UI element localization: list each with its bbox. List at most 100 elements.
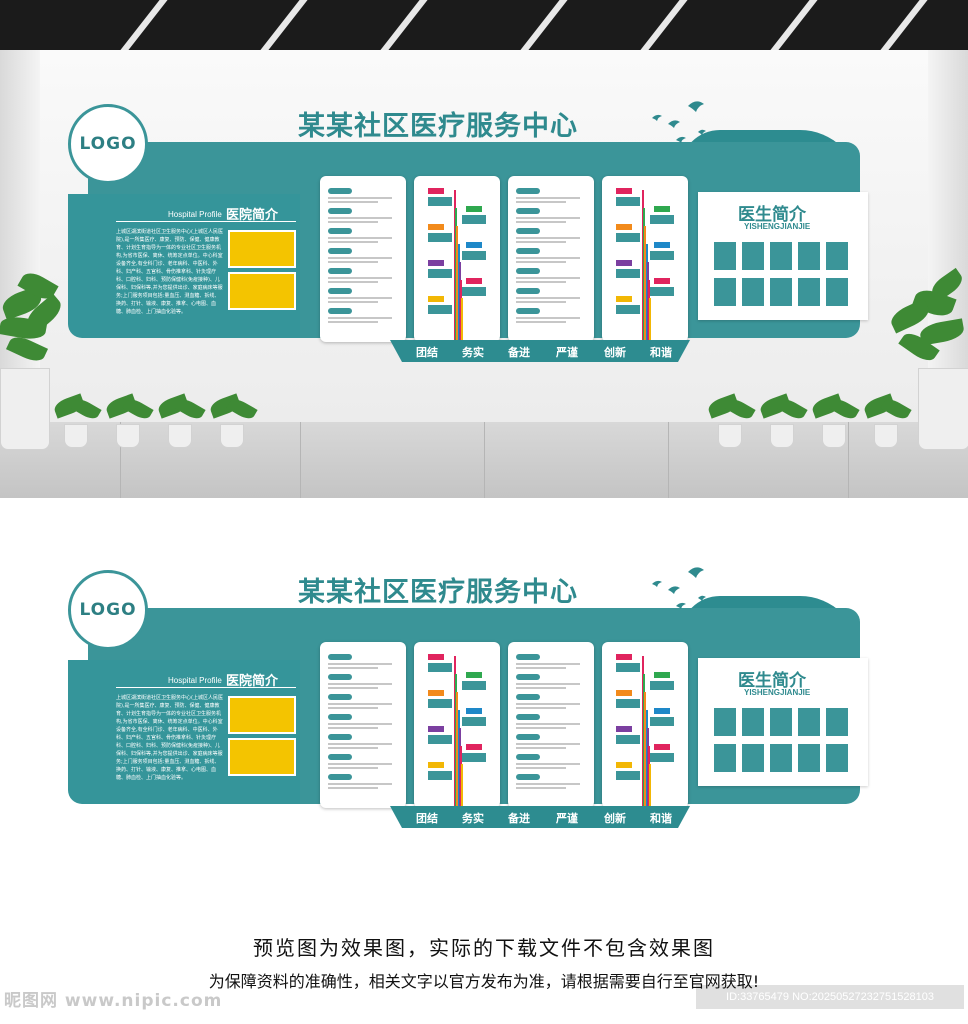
timeline-box xyxy=(616,699,640,708)
year-tag xyxy=(428,690,444,696)
text-line xyxy=(328,763,392,765)
text-line xyxy=(516,321,566,323)
page-title: 某某社区医疗服务中心 xyxy=(298,577,578,608)
doctor-photo xyxy=(798,744,820,772)
text-line xyxy=(328,317,392,319)
text-line xyxy=(516,707,566,709)
text-line xyxy=(516,217,580,219)
year-tag xyxy=(616,726,632,732)
year-tag xyxy=(616,260,632,266)
dept-tag xyxy=(516,268,540,274)
text-line xyxy=(328,257,392,259)
doctor-title-cn: 医生简介 xyxy=(738,671,806,691)
timeline-line xyxy=(643,208,646,340)
text-line xyxy=(516,727,566,729)
text-line xyxy=(328,787,378,789)
dept-tag xyxy=(328,754,352,760)
text-line xyxy=(516,783,580,785)
year-tag xyxy=(466,744,482,750)
text-line xyxy=(328,241,378,243)
profile-title-en: Hospital Profile xyxy=(168,676,222,685)
doctor-photo xyxy=(798,278,820,306)
timeline-line xyxy=(454,190,456,340)
doctor-photo xyxy=(798,242,820,270)
divider xyxy=(116,221,296,222)
floor-line xyxy=(848,422,849,498)
timeline-box xyxy=(616,735,640,744)
photo-placeholder xyxy=(228,738,296,776)
profile-title-cn: 医院简介 xyxy=(226,208,279,223)
dept-tag xyxy=(328,248,352,254)
doctor-title-en: YISHENGJIANJIE xyxy=(744,222,811,231)
ceiling-light xyxy=(770,0,818,50)
timeline-box xyxy=(616,305,640,314)
text-line xyxy=(328,221,378,223)
year-tag xyxy=(654,242,670,248)
year-tag xyxy=(428,762,444,768)
year-tag xyxy=(654,744,670,750)
text-line xyxy=(516,687,566,689)
timeline-line xyxy=(461,764,464,806)
text-line xyxy=(328,281,378,283)
text-line xyxy=(328,217,392,219)
dept-tag xyxy=(516,228,540,234)
dept-tag xyxy=(516,734,540,740)
value-label: 团结 xyxy=(416,812,438,825)
floor-line xyxy=(484,422,485,498)
year-tag xyxy=(428,726,444,732)
text-line xyxy=(516,297,580,299)
ceiling-light xyxy=(380,0,428,50)
doctor-photo xyxy=(826,278,848,306)
timeline-box xyxy=(616,663,640,672)
text-line xyxy=(328,301,378,303)
text-line xyxy=(328,667,378,669)
year-tag xyxy=(466,672,482,678)
dept-tag xyxy=(516,188,540,194)
text-line xyxy=(516,723,580,725)
timeline-line xyxy=(645,710,648,806)
timeline-box xyxy=(462,287,486,296)
year-tag xyxy=(654,672,670,678)
timeline-line xyxy=(648,746,650,806)
text-line xyxy=(516,241,566,243)
text-line xyxy=(328,767,378,769)
ceiling-light xyxy=(640,0,688,50)
dept-tag xyxy=(516,208,540,214)
watermark-right: ID:33765479 NO:20250527232751528103 xyxy=(696,985,964,1009)
dept-tag xyxy=(516,714,540,720)
timeline-box xyxy=(650,681,674,690)
timeline-box xyxy=(462,215,486,224)
year-tag xyxy=(616,188,632,194)
text-line xyxy=(516,683,580,685)
logo: LOGO xyxy=(68,570,148,650)
timeline-line xyxy=(649,298,652,340)
dept-card xyxy=(320,642,406,808)
doctor-photo xyxy=(770,242,792,270)
doctor-photo xyxy=(742,278,764,306)
timeline-line xyxy=(645,244,648,340)
profile-text: 上城区湖滨街道社区卫生服务中心(上城区人民医院),是一所集医疗、康复、预防、保健… xyxy=(116,695,223,781)
doctor-title-en: YISHENGJIANJIE xyxy=(744,688,811,697)
text-line xyxy=(516,257,580,259)
doctor-photo xyxy=(742,744,764,772)
text-line xyxy=(328,747,378,749)
timeline-line xyxy=(644,692,647,806)
logo-text: LOGO xyxy=(79,600,137,620)
value-label: 备进 xyxy=(508,812,530,825)
values-bar xyxy=(390,806,690,828)
text-line xyxy=(328,683,392,685)
dept-tag xyxy=(516,694,540,700)
timeline-line xyxy=(642,190,644,340)
timeline-box xyxy=(428,269,452,278)
timeline-line xyxy=(454,656,456,806)
dept-tag xyxy=(328,188,352,194)
year-tag xyxy=(616,296,632,302)
year-tag xyxy=(616,690,632,696)
bird-icon xyxy=(652,567,706,609)
text-line xyxy=(516,277,580,279)
profile-title-en: Hospital Profile xyxy=(168,210,222,219)
timeline-line xyxy=(455,674,458,806)
wall-edge xyxy=(928,50,968,422)
timeline-box xyxy=(462,681,486,690)
year-tag xyxy=(616,762,632,768)
